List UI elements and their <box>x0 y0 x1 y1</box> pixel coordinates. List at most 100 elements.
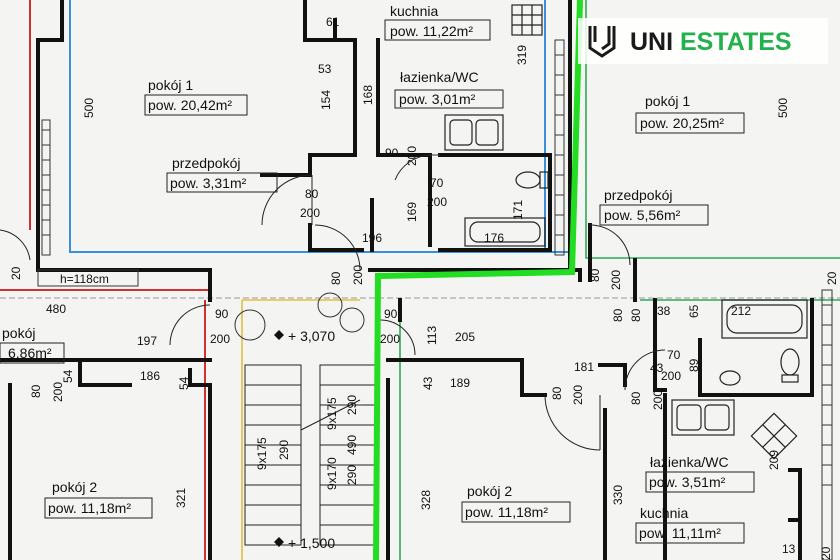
yellow-outline <box>241 299 360 560</box>
dim-label: h=118cm <box>60 272 109 286</box>
room-area-lazienka-top: pow. 3,01m² <box>399 91 476 107</box>
dim-label: 9x175 <box>255 437 269 470</box>
room-name-pokoj1-right: pokój 1 <box>645 93 690 109</box>
dim-label: 189 <box>450 376 470 390</box>
room-area-pokoj2-left: pow. 11,18m² <box>48 500 131 516</box>
dim-label: 176 <box>484 231 504 245</box>
bathtub-right <box>721 299 808 339</box>
brand-name-accent: ESTATES <box>680 28 792 56</box>
dim-label: 80 <box>629 391 643 405</box>
dim-label: 500 <box>776 98 790 118</box>
dim-label: 13 <box>782 542 796 556</box>
dim-label: 205 <box>455 330 475 344</box>
dim-label: 200 <box>300 206 320 220</box>
room-area-pokoj1-left: pow. 20,42m² <box>148 97 232 113</box>
dim-label: 54 <box>177 376 191 390</box>
dim-label: 328 <box>419 490 433 510</box>
hatched-column-right <box>821 289 833 560</box>
room-name-lazienka-right: łazienka/WC <box>650 454 729 470</box>
toilet-top <box>515 171 549 189</box>
toilet-right <box>780 348 800 383</box>
hatched-column-kitchen <box>554 39 565 256</box>
dim-label: 290 <box>345 395 359 415</box>
dim-label: 43 <box>421 376 435 390</box>
dim-label: 171 <box>511 200 525 220</box>
room-name-pokoj2-left: pokój 2 <box>52 479 97 495</box>
room-name-przedpokoj-left: przedpokój <box>172 155 241 171</box>
blue-outline <box>69 0 572 253</box>
dim-label: 54 <box>61 369 75 383</box>
level-marker-lower: + 1,500 <box>274 535 335 551</box>
room-area-pokoj1-right: pow. 20,25m² <box>640 115 724 131</box>
dim-label: 200 <box>661 369 681 383</box>
dim-label: 154 <box>319 90 333 110</box>
dim-label: 480 <box>46 302 66 316</box>
dim-label: 90 <box>385 146 399 160</box>
room-name-kuchnia-right: kuchnia <box>640 505 688 521</box>
dim-label: 38 <box>657 304 671 318</box>
room-area-pokoj-far-left: 6,86m² <box>8 345 52 361</box>
stove-top <box>511 4 543 36</box>
dim-label: 321 <box>174 488 188 508</box>
dim-label: 290 <box>345 465 359 485</box>
label-boxes <box>0 19 755 544</box>
shield-icon <box>588 26 616 58</box>
dim-label: 80 <box>305 187 319 201</box>
dim-label: 290 <box>277 440 291 460</box>
dim-label: 197 <box>137 334 157 348</box>
dim-label: 70 <box>667 348 681 362</box>
walls <box>0 0 814 560</box>
dim-label: 70 <box>430 176 444 190</box>
dim-label: 186 <box>140 369 160 383</box>
red-outline <box>0 0 210 560</box>
dim-label: 20 <box>819 546 833 560</box>
brand-logo: UNI ESTATES <box>578 18 828 64</box>
sink-right <box>671 399 735 436</box>
dim-label: 80 <box>550 386 564 400</box>
stove-right <box>750 412 798 460</box>
dim-label: 200 <box>609 270 623 290</box>
svg-text:+ 1,500: + 1,500 <box>288 535 335 551</box>
apartment-boundary-highlight <box>373 0 583 560</box>
room-area-przedpokoj-right: pow. 5,56m² <box>604 207 681 223</box>
dim-label: 9x170 <box>325 457 339 490</box>
hatched-column-left <box>41 119 51 256</box>
room-area-kuchnia-top: pow. 11,22m² <box>390 23 473 39</box>
dim-label: 89 <box>687 358 701 372</box>
dim-label: 43 <box>650 361 664 375</box>
dim-label: 330 <box>611 485 625 505</box>
room-name-lazienka-top: łazienka/WC <box>400 69 479 85</box>
dim-label: 168 <box>361 85 375 105</box>
room-name-kuchnia-top: kuchnia <box>390 3 438 19</box>
dim-label: 490 <box>345 435 359 455</box>
dim-label: 20 <box>9 266 23 280</box>
dim-label: 200 <box>571 385 585 405</box>
dim-label: 200 <box>210 332 230 346</box>
bathtub-top <box>464 217 546 247</box>
room-name-pokoj2-right: pokój 2 <box>467 483 512 499</box>
dim-label: 9x175 <box>325 397 339 430</box>
brand-name-primary: UNI <box>630 28 673 56</box>
dim-label: 80 <box>611 308 625 322</box>
room-area-kuchnia-right: pow. 11,11m² <box>639 525 721 541</box>
room-area-pokoj2-right: pow. 11,18m² <box>465 504 548 520</box>
dim-label: 80 <box>29 384 43 398</box>
svg-text:+ 3,070: + 3,070 <box>288 328 335 344</box>
dim-label: 61 <box>326 15 340 29</box>
dim-label: 80 <box>629 308 643 322</box>
dim-label: 53 <box>318 62 332 76</box>
round-columns <box>234 292 365 341</box>
dim-label: 212 <box>731 304 751 318</box>
room-area-lazienka-right: pow. 3,51m² <box>649 474 726 490</box>
inner-lines <box>37 154 440 287</box>
dim-label: 200 <box>427 195 447 209</box>
dim-label: 196 <box>362 231 382 245</box>
room-area-przedpokoj-left: pow. 3,31m² <box>170 175 247 191</box>
washbasin-right <box>719 370 741 386</box>
dim-label: 113 <box>425 326 439 345</box>
dim-label: 80 <box>329 271 343 285</box>
room-name-pokoj1-left: pokój 1 <box>148 77 193 93</box>
dim-label: 200 <box>51 382 65 402</box>
dim-label: 200 <box>651 390 665 410</box>
